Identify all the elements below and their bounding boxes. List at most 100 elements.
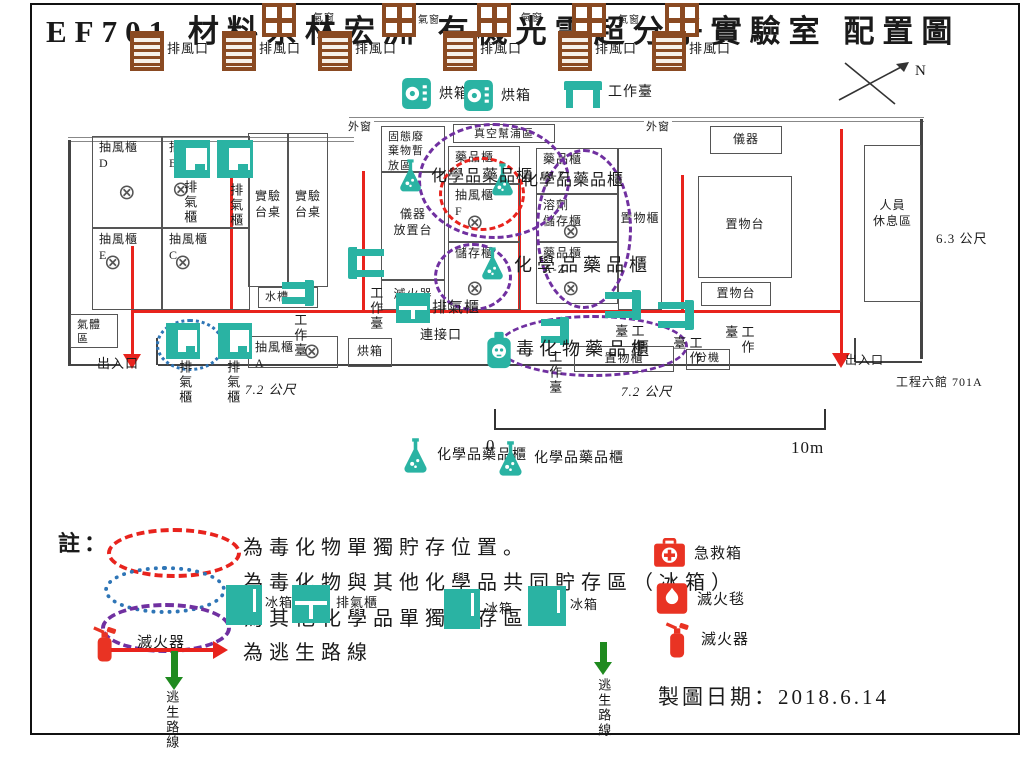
vent-cabinet-label: 排氣櫃 (432, 300, 481, 316)
fridge-icon (528, 586, 566, 626)
exit-label: 出入口 (845, 353, 885, 367)
chemical-zone-ellipse (434, 243, 512, 311)
fire-extinguisher-icon (90, 626, 118, 664)
vent-label: 排風口 (167, 41, 210, 56)
fire-blanket-icon (655, 582, 689, 615)
compass-north-label: N (915, 63, 927, 79)
vent-label: 排風口 (480, 41, 523, 56)
chemical-flask-icon (496, 439, 525, 477)
drawing-date-label: 製圖日期：2018.6.14 (658, 685, 889, 709)
exhaust-vent-icon (443, 31, 477, 71)
escape-route-vlabel: 逃生路線 (164, 690, 180, 750)
escape-arrow-right (213, 641, 228, 659)
air-window-icon (262, 3, 296, 37)
vent-cabinet-vlabel: 排氣櫃 (225, 360, 241, 405)
chemical-cabinet-label: 化學品藥品櫃 (534, 451, 624, 466)
air-window-label: 氣窗 (418, 15, 440, 26)
dimension-label: 7.2 公尺 (245, 382, 297, 397)
room-fume-hood-d: 抽風櫃 D (92, 136, 162, 228)
wall-right (920, 119, 923, 359)
exhaust-vent-icon (222, 31, 256, 71)
vent-label: 排風口 (595, 41, 638, 56)
oven-label: 烘箱 (501, 89, 531, 104)
worktable-vlabel: 工作臺 (671, 336, 703, 366)
escape-route-line (131, 310, 843, 313)
escape-route-line (362, 171, 365, 310)
fire-extinguisher-icon (662, 622, 691, 660)
wall-step (854, 338, 856, 362)
fire-extinguisher-label: 滅火器 (701, 632, 750, 648)
room-gas-area: 氣體 區 (70, 314, 118, 348)
fire-blanket-label: 滅火毯 (697, 592, 746, 608)
dimension-label: 6.3 公尺 (936, 231, 988, 246)
worktable-icon (605, 290, 641, 320)
vent-cabinet-icon (292, 585, 330, 623)
fridge-icon (226, 585, 262, 625)
building-label: 工程六館 701A (896, 375, 983, 389)
escape-arrow-down (123, 354, 141, 369)
escape-exit-arrowhead (594, 662, 612, 675)
outer-window-label: 外窗 (346, 121, 374, 135)
wall-top-left (68, 137, 354, 142)
vent-label: 排風口 (259, 41, 302, 56)
escape-route-line (230, 177, 233, 310)
oven-label: 烘箱 (439, 87, 469, 102)
escape-exit-arrowhead (165, 677, 183, 690)
legend-line2: 為毒化物與其他化學品共同貯存區（冰箱） (243, 572, 737, 594)
room-phone-extension: 分機 (686, 349, 730, 370)
first-aid-kit-icon (653, 538, 686, 568)
fan-symbol: ⊗ (172, 177, 190, 201)
scale-zero-label: 0 (486, 436, 496, 455)
worktable-icon (348, 247, 384, 279)
wall-top-right (349, 117, 924, 122)
wall-left (68, 140, 71, 366)
escape-exit-arrow (171, 651, 178, 677)
worktable-vlabel: 工作臺 (368, 286, 384, 331)
worktable-icon (282, 280, 314, 306)
legend-line4: 為逃生路線 (243, 642, 373, 664)
toxic-zone-ellipse (439, 157, 525, 231)
fan-symbol: ⊗ (118, 180, 136, 204)
air-window-icon (665, 3, 699, 37)
room-lab-bench: 實驗 台桌 (248, 133, 288, 287)
fridge-label: 冰箱 (570, 597, 599, 612)
exhaust-vent-icon (652, 31, 686, 71)
first-aid-label: 急救箱 (694, 546, 743, 562)
exhaust-vent-icon (130, 31, 164, 71)
room-oven: 烘箱 (348, 338, 392, 367)
connector-label: 連接口 (420, 327, 463, 342)
chemical-cabinet-label: 化學品藥品櫃 (431, 168, 534, 185)
scale-bar-tick (494, 409, 496, 430)
legend-note-label: 註： (58, 531, 111, 556)
compass-icon (833, 52, 933, 108)
worktable-icon (658, 300, 694, 330)
oven-icon (463, 79, 494, 112)
room-lab-bench: 實驗 台桌 (288, 133, 328, 287)
vent-cabinet-icon (396, 293, 430, 323)
outer-window-label: 外窗 (644, 121, 672, 135)
fridge-label: 冰箱 (485, 601, 514, 616)
scale-ten-label: 10m (791, 438, 825, 457)
room-rest-area: 人員 休息區 (864, 145, 921, 302)
room-shelf-table: 置物台 (698, 176, 792, 278)
escape-exit-arrow (600, 642, 607, 662)
worktable-label: 工作臺 (608, 85, 653, 100)
room-fume-hood-e: 抽風櫃 E (92, 228, 162, 310)
chemical-zone-ellipse (536, 149, 632, 309)
vent-cabinet-vlabel: 排氣櫃 (177, 360, 193, 405)
escape-route-line (681, 175, 684, 310)
vent-label: 排風口 (689, 41, 732, 56)
chemical-cabinet-label: 化學品藥品櫃 (522, 172, 625, 189)
dimension-label: 7.2 公尺 (621, 384, 673, 399)
room-fume-hood-c: 抽風櫃 C (162, 228, 250, 310)
vent-label: 排風口 (355, 41, 398, 56)
page-border (30, 3, 1020, 735)
worktable-vlabel: 工作臺 (547, 350, 563, 395)
exhaust-cabinet-icon (218, 323, 252, 359)
legend-line1: 為毒化物單獨貯存位置。 (243, 537, 529, 559)
chemical-cabinet-label: 化學品藥品櫃 (437, 448, 527, 463)
worktable-vlabel: 工作臺 (292, 313, 308, 358)
exhaust-cabinet-icon (217, 140, 253, 178)
scale-bar-tick (824, 409, 826, 430)
